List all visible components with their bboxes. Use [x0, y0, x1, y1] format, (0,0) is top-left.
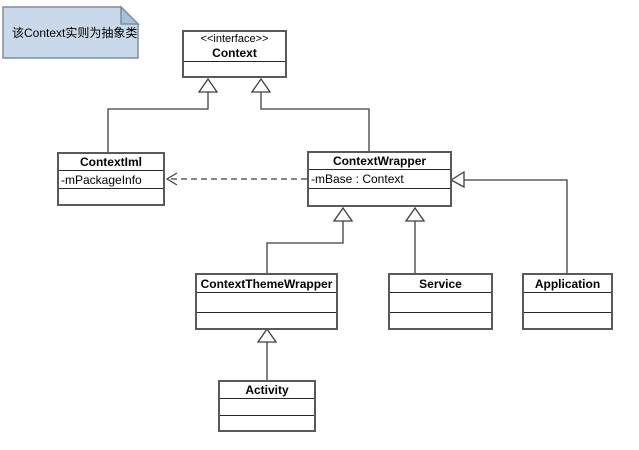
open-arrow-icon — [165, 172, 178, 186]
empty-compartment — [390, 313, 491, 328]
edge-application-to-contextwrapper — [449, 170, 568, 273]
class-box-contextwrapper: ContextWrapper -mBase : Context — [307, 151, 452, 207]
generalization-arrow-icon — [449, 170, 465, 189]
stereotype-label: <<interface>> — [200, 33, 269, 45]
edge-contextiml-to-context — [107, 77, 219, 152]
class-name: Context — [212, 46, 257, 60]
empty-compartment — [220, 399, 314, 416]
class-box-application: Application — [522, 273, 613, 330]
note-shape — [2, 5, 140, 59]
edge-service-to-contextwrapper — [404, 206, 426, 273]
empty-compartment — [390, 293, 491, 313]
empty-compartment — [309, 189, 450, 205]
empty-compartment — [59, 189, 163, 204]
class-box-contextthemewrapper: ContextThemeWrapper — [195, 273, 338, 330]
class-name: Service — [390, 275, 491, 293]
class-title: <<interface>> Context — [184, 32, 285, 62]
generalization-arrow-icon — [250, 77, 272, 93]
attribute-mpackageinfo: -mPackageInfo — [59, 171, 163, 189]
empty-compartment — [184, 62, 285, 76]
attribute-mbase: -mBase : Context — [309, 170, 450, 189]
note-comment: 该Context实则为抽象类 — [12, 26, 138, 40]
empty-compartment — [220, 416, 314, 428]
class-name: ContextWrapper — [309, 153, 450, 170]
edge-contextwrapper-to-contextiml-dependency — [165, 172, 307, 186]
class-box-service: Service — [388, 273, 493, 330]
class-name: Activity — [220, 382, 314, 399]
empty-compartment — [197, 313, 336, 328]
class-name: ContextThemeWrapper — [197, 275, 336, 293]
edge-contextwrapper-to-context — [250, 77, 370, 151]
class-box-activity: Activity — [218, 380, 316, 432]
generalization-arrow-icon — [256, 327, 278, 343]
empty-compartment — [524, 293, 611, 313]
empty-compartment — [524, 313, 611, 328]
note-fold-corner — [120, 5, 140, 25]
class-name: Application — [524, 275, 611, 293]
generalization-arrow-icon — [197, 77, 219, 93]
generalization-arrow-icon — [332, 206, 354, 222]
class-box-context: <<interface>> Context — [182, 30, 287, 78]
class-name: ContextIml — [59, 154, 163, 171]
edge-contextthemewrapper-to-contextwrapper — [266, 206, 354, 273]
empty-compartment — [197, 293, 336, 313]
class-box-contextiml: ContextIml -mPackageInfo — [57, 152, 165, 206]
generalization-arrow-icon — [404, 206, 426, 222]
edge-activity-to-contextthemewrapper — [256, 327, 278, 380]
